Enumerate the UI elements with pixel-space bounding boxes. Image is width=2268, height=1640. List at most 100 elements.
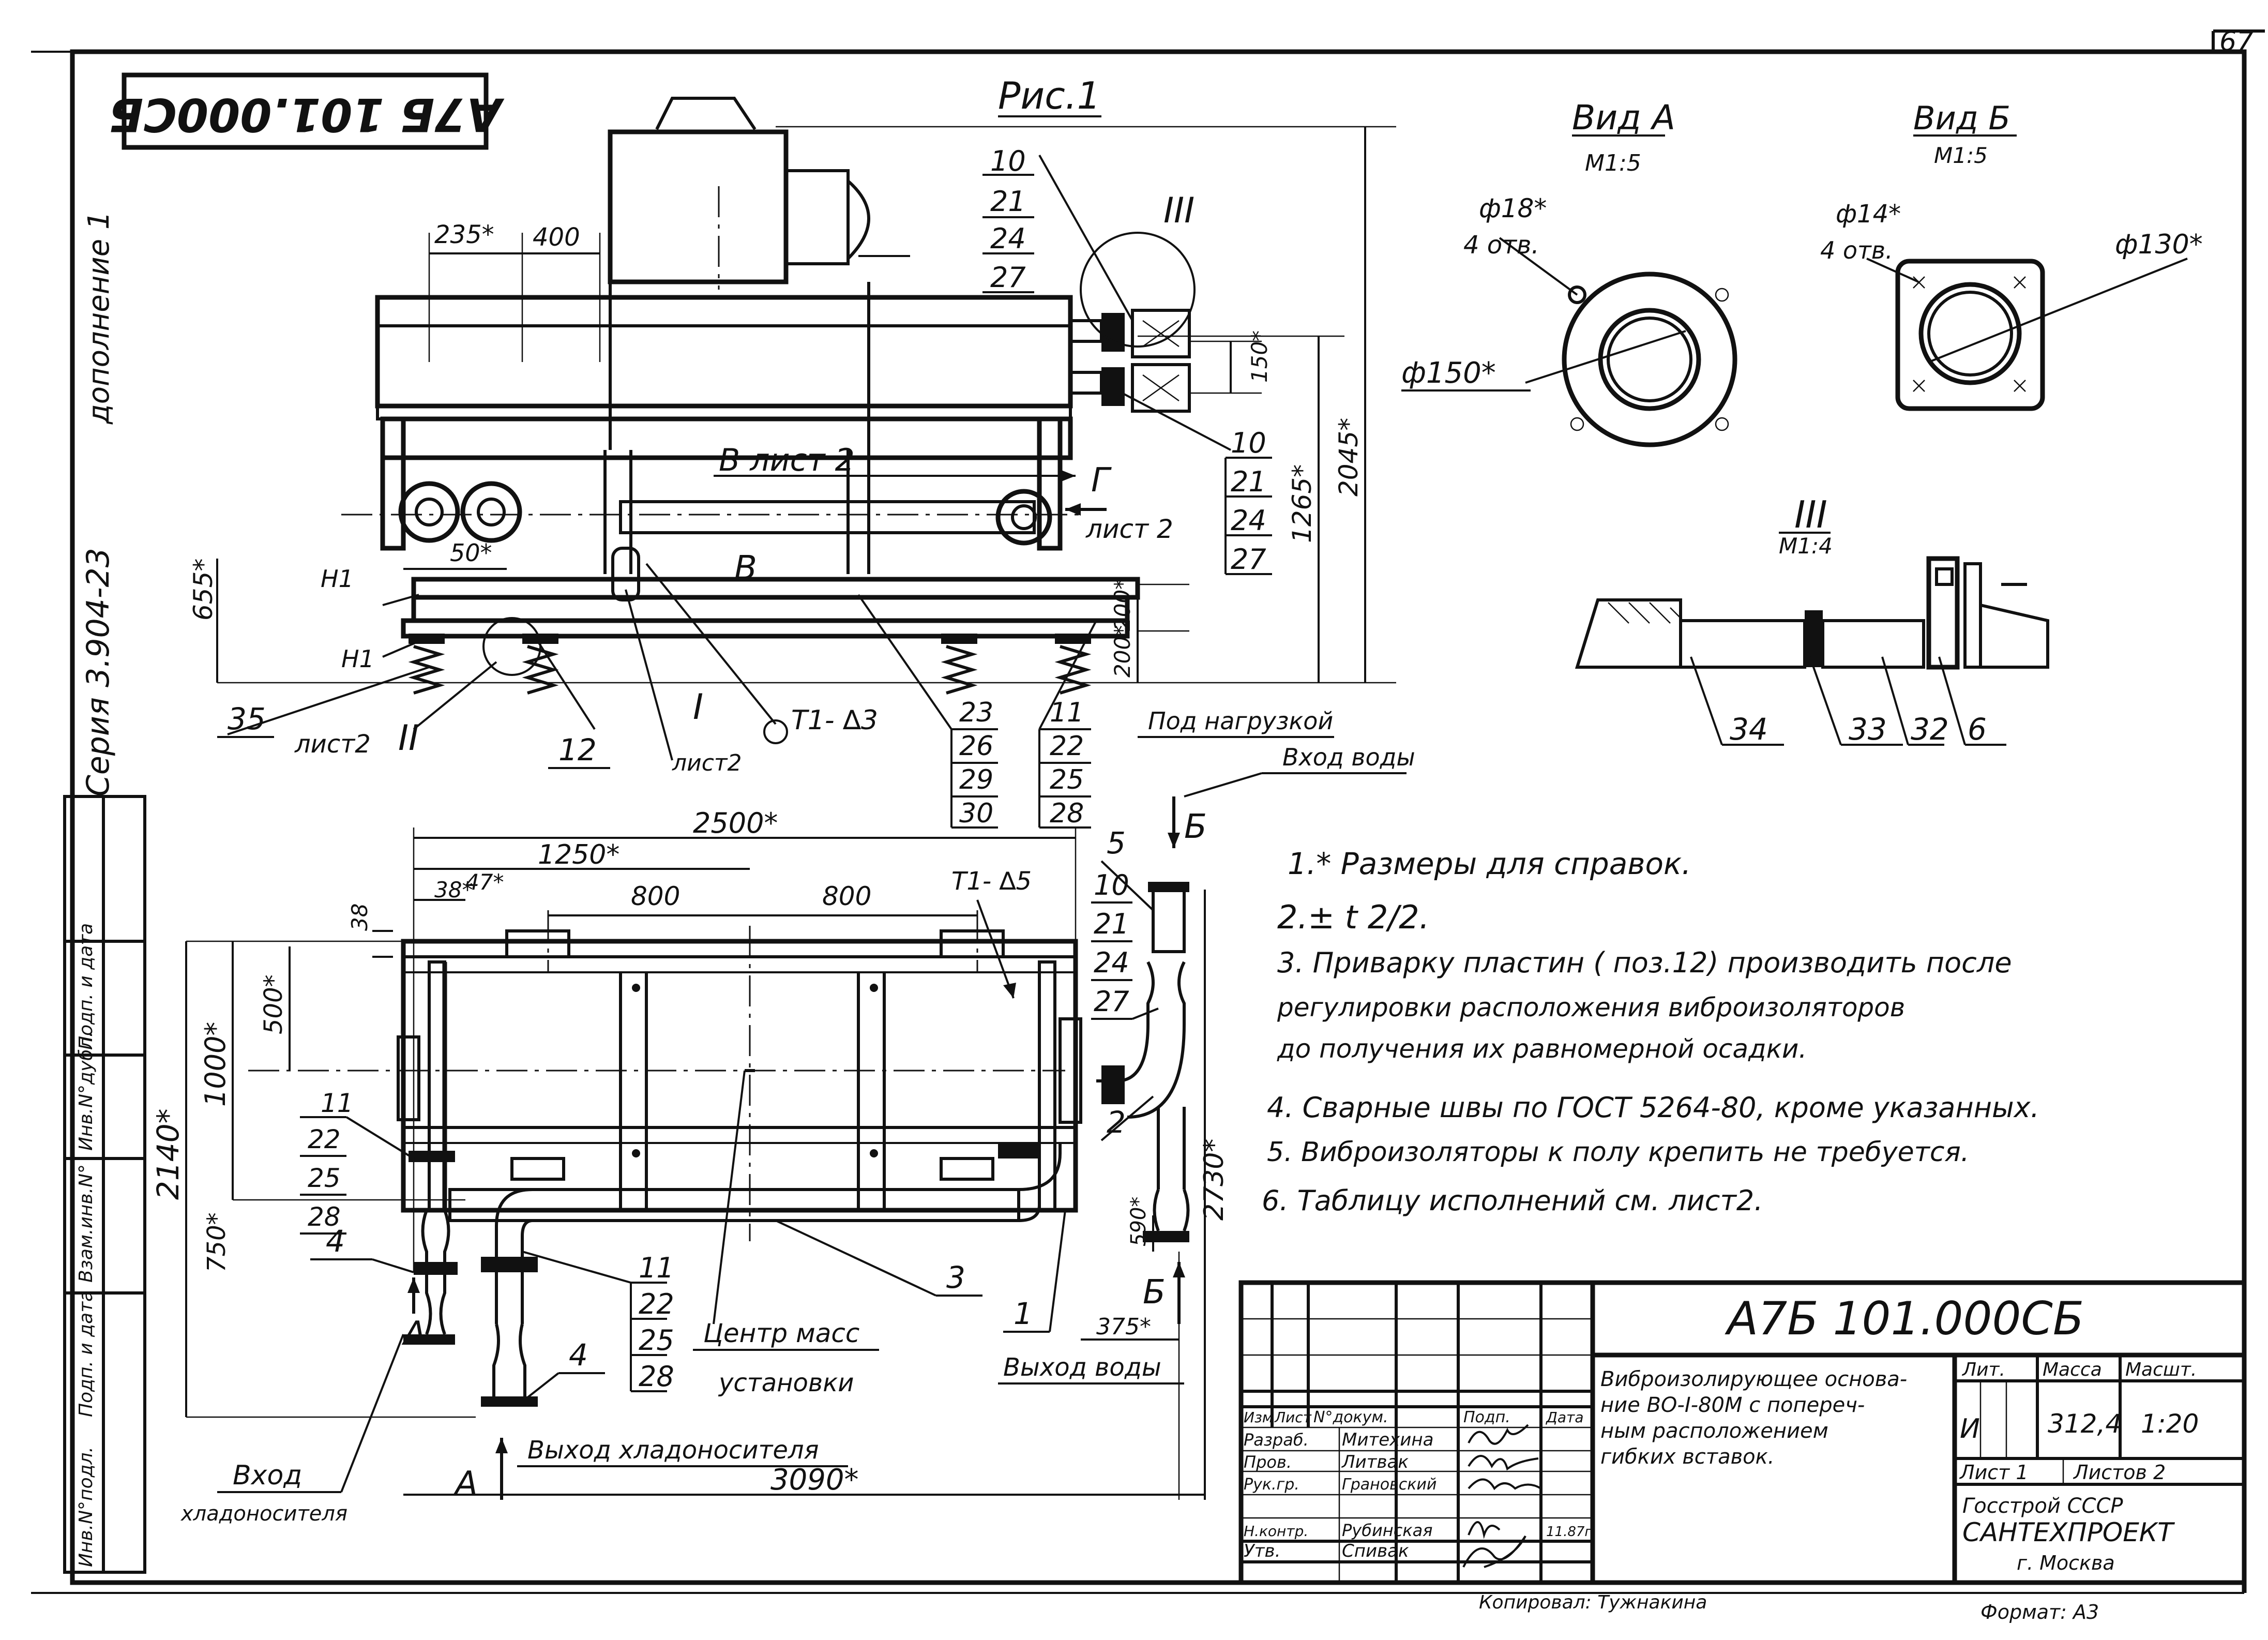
col-header-list: Лист [1274, 1409, 1312, 1426]
name-lead: Грановский [1342, 1476, 1437, 1494]
dim-750: 750* [202, 1212, 231, 1272]
dim-400: 400 [533, 223, 580, 252]
dim-2500: 2500* [693, 807, 778, 839]
dim-2140: 2140* [150, 1108, 186, 1200]
water-out-label: Выход воды [1003, 1353, 1161, 1382]
letter-v: В [734, 549, 757, 588]
callout-group-10-plan [1091, 901, 1159, 1020]
note-2: 2.± t 2/2. [1277, 898, 1429, 936]
front-dimensions [216, 126, 1396, 684]
format-label: Формат: А3 [1980, 1601, 2099, 1623]
callout-28-plan-b: 28 [639, 1360, 674, 1393]
margin-addition: дополнение 1 [82, 211, 116, 425]
detail-iii-marker: III [1163, 190, 1195, 231]
detail-iii-leaders [1690, 656, 2006, 746]
callout-mid-24: 24 [1231, 504, 1266, 537]
margin-field-sign-2: Подп. и дата [75, 923, 97, 1050]
dim-150: 150* [1247, 330, 1272, 383]
callout-35: 35 [228, 701, 266, 736]
view-a-hole-count: 4 отв. [1463, 231, 1539, 260]
org-line-1: Госстрой СССР [1962, 1494, 2123, 1518]
callout-mid-21: 21 [1231, 465, 1266, 498]
signatures [1462, 1424, 1542, 1568]
callout-21-plan: 21 [1094, 908, 1129, 940]
note-5: 5. Виброизоляторы к полу крепить не треб… [1267, 1137, 1969, 1168]
callout-26: 26 [959, 731, 993, 762]
margin-field-sign-1: Подп. и дата [75, 1290, 97, 1417]
callout-28-plan-a: 28 [308, 1202, 341, 1232]
title-block [1238, 1280, 2247, 1585]
dim-38: 38 [347, 904, 372, 931]
view-b-scale: М1:5 [1934, 143, 1988, 168]
h1-bottom: Н1 [341, 645, 374, 673]
mass-value: 312,4 [2048, 1409, 2122, 1439]
callout-22-front: 22 [1050, 731, 1084, 762]
callout-top-27: 27 [990, 261, 1026, 294]
view-a [1499, 237, 1737, 447]
callout-group-11-front [1038, 728, 1091, 829]
dim-50: 50* [450, 539, 492, 567]
notes: 1.* Размеры для справок. 2.± t 2/2. 3. П… [1262, 846, 2039, 1217]
callout-25-front: 25 [1050, 764, 1084, 795]
view-a-left-label: А [401, 1315, 426, 1353]
coolant-out-label: Выход хладоносителя [527, 1436, 819, 1465]
callout-top-10: 10 [990, 145, 1026, 177]
dim-235: 235* [434, 220, 494, 249]
dim-590: 590* [1127, 1197, 1151, 1246]
sheets-label: Листов 2 [2073, 1461, 2166, 1484]
role-norm-control: Н.контр. [1244, 1523, 1308, 1540]
callout-mid-10: 10 [1231, 427, 1266, 459]
margin-series: Серия 3.904-23 [80, 548, 116, 796]
detail-iii-callout-32: 32 [1911, 712, 1949, 747]
dim-800-a: 800 [631, 881, 680, 911]
stamp-box: А7Б 101.000СБ [109, 72, 505, 150]
callout-4-a: 4 [326, 1224, 345, 1259]
name-checker: Литвак [1341, 1452, 1409, 1472]
view-g-sheet: лист 2 [1085, 514, 1173, 544]
detail-iii-scale: М1:4 [1779, 533, 1833, 559]
note-3a: 3. Приварку пластин ( поз.12) производит… [1277, 946, 2012, 979]
mass-header: Масса [2043, 1359, 2102, 1380]
note-4: 4. Сварные швы по ГОСТ 5264-80, кроме ук… [1267, 1091, 2039, 1124]
org-line-2: САНТЕХПРОЕКТ [1962, 1517, 2175, 1547]
coolant-in-label-2: хладоносителя [180, 1502, 347, 1526]
callout-group-23 [950, 728, 998, 829]
role-checker: Пров. [1244, 1452, 1292, 1472]
view-b-outer-dia: ф130* [2115, 229, 2203, 260]
doc-code: А7Б 101.000СБ [1725, 1292, 2084, 1345]
callout-27-plan: 27 [1094, 985, 1129, 1018]
view-a-hole-dia: ф18* [1479, 193, 1547, 223]
page-number: 67 [2219, 26, 2254, 57]
callout-11-plan-a: 11 [321, 1088, 354, 1118]
dim-800-b: 800 [822, 881, 871, 911]
callout-22-plan-b: 22 [639, 1288, 674, 1320]
detail-iii-callout-34: 34 [1730, 712, 1768, 747]
h1-top: Н1 [321, 565, 354, 593]
detail-iii-callout-33: 33 [1849, 712, 1887, 747]
margin-field-inv-dup: Инв.N°дубл. [75, 1031, 97, 1151]
tolerance-mark-front: Т1- ∆3 [791, 705, 878, 736]
dim-2045: 2045* [1334, 418, 1364, 496]
dim-38a: 38* [434, 877, 473, 902]
callout-25-plan-b: 25 [639, 1324, 674, 1357]
left-margin: дополнение 1 Серия 3.904-23 Инв.N°подл. … [63, 211, 146, 1574]
callout-top-21: 21 [990, 185, 1026, 218]
view-b-hole-dia: ф14* [1836, 200, 1901, 229]
dim-1250: 1250* [538, 839, 619, 870]
mass-center-label-1: Центр масс [703, 1318, 859, 1348]
figure-title: Рис.1 [998, 74, 1101, 117]
dim-47: 47* [465, 869, 504, 895]
date-mark: 11.87г [1546, 1524, 1592, 1540]
under-load-label: Под нагрузкой [1148, 707, 1333, 735]
tolerance-mark-plan: Т1- ∆5 [951, 867, 1032, 896]
callout-group-11-plan-b [522, 1251, 667, 1392]
view-g-label: Г [1091, 461, 1112, 500]
dim-655: 655* [188, 559, 218, 621]
callout-30: 30 [959, 798, 993, 829]
callout-24-plan: 24 [1094, 946, 1129, 979]
scale-value: 1:20 [2141, 1409, 2199, 1439]
note-3c: до получения их равномерной осадки. [1277, 1034, 1807, 1064]
front-view [227, 97, 1231, 761]
note-1: 1.* Размеры для справок. [1288, 846, 1691, 881]
callout-22-plan-a: 22 [308, 1124, 341, 1154]
